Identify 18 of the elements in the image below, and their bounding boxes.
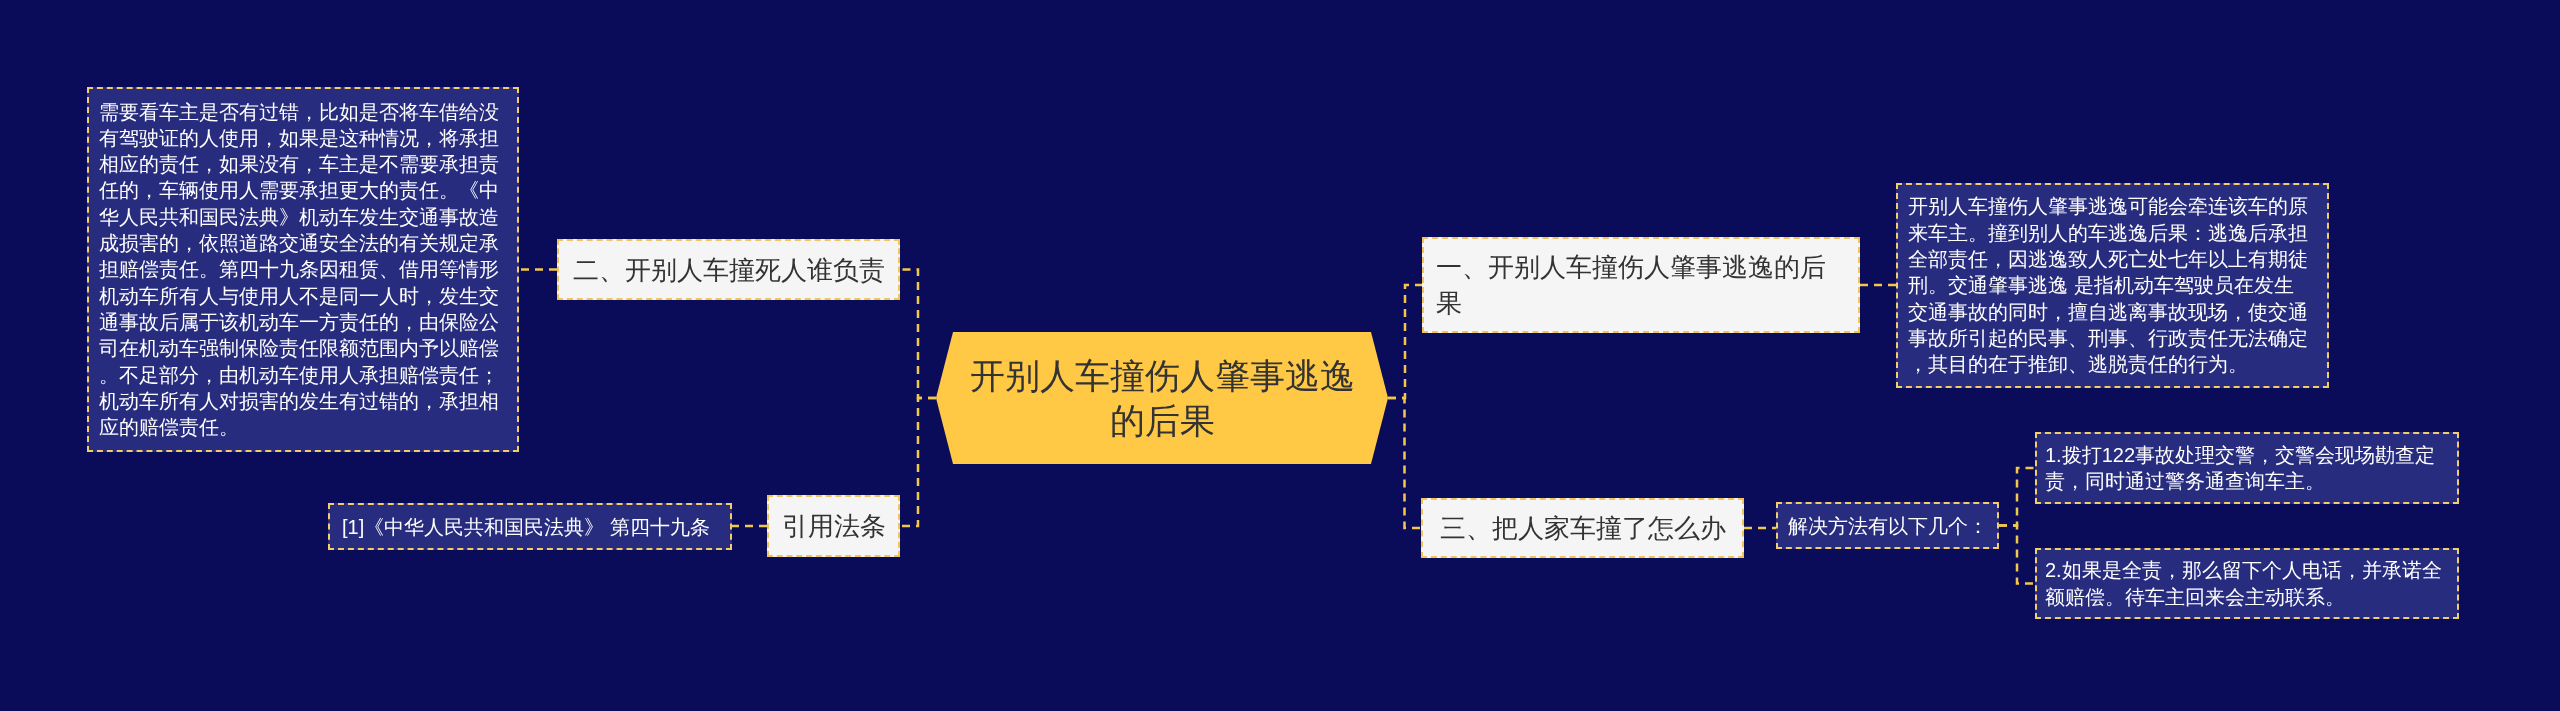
topic-box: 三、把人家车撞了怎么办 xyxy=(1421,498,1744,558)
note-box: 开别人车撞伤人肇事逃逸可能会牵连该车的原来车主。撞到别人的车逃逸后果：逃逸后承担全部责任，因逃逸致人死亡处七年以上有期徒刑。交通肇事逃逸 是指机动车驾驶员在发生交通事故的同时，擅自逃离事故现场，使交通事故所引起的民事、刑事、行政责任无法确定，其目的在于推卸、逃脱责任的行为。 xyxy=(1896,183,2329,388)
connector-line xyxy=(732,524,767,528)
note-box: 解决方法有以下几个： xyxy=(1776,502,1999,549)
connector-line xyxy=(519,268,557,271)
note-box: [1]《中华人民共和国民法典》 第四十九条 xyxy=(328,503,732,550)
connector-line xyxy=(1744,526,1776,530)
connector-line xyxy=(900,396,936,528)
topic-box: 二、开别人车撞死人谁负责 xyxy=(557,239,900,300)
topic-box: 引用法条 xyxy=(767,495,900,557)
note-box: 需要看车主是否有过错，比如是否将车借给没有驾驶证的人使用，如果是这种情况，将承担相应的责任，如果没有，车主是不需要承担责任的，车辆使用人需要承担更大的责任。《中华人民共和国民法典》机动车发生交通事故造成损害的，依照道路交通安全法的有关规定承担赔偿责任。第四十九条因租赁、借用等情形机动车所有人与使用人不是同一人时，发生交通事故后属于该机动车一方责任的，由保险公司在机动车强制保险责任限额范围内予以赔偿。不足部分，由机动车使用人承担赔偿责任；机动车所有人对损害的发生有过错的，承担相应的赔偿责任。 xyxy=(87,87,519,452)
connector-line xyxy=(1860,283,1896,287)
note-box: 1.拨打122事故处理交警，交警会现场勘查定责，同时通过警务通查询车主。 xyxy=(2035,432,2459,504)
topic-box: 一、开别人车撞伤人肇事逃逸的后果 xyxy=(1422,237,1860,333)
topic-hexagon: 开别人车撞伤人肇事逃逸的后果 xyxy=(936,332,1388,464)
connector-line xyxy=(1388,396,1421,530)
connector-line xyxy=(1999,524,2035,585)
note-box: 2.如果是全责，那么留下个人电话，并承诺全额赔偿。待车主回来会主动联系。 xyxy=(2035,548,2459,619)
